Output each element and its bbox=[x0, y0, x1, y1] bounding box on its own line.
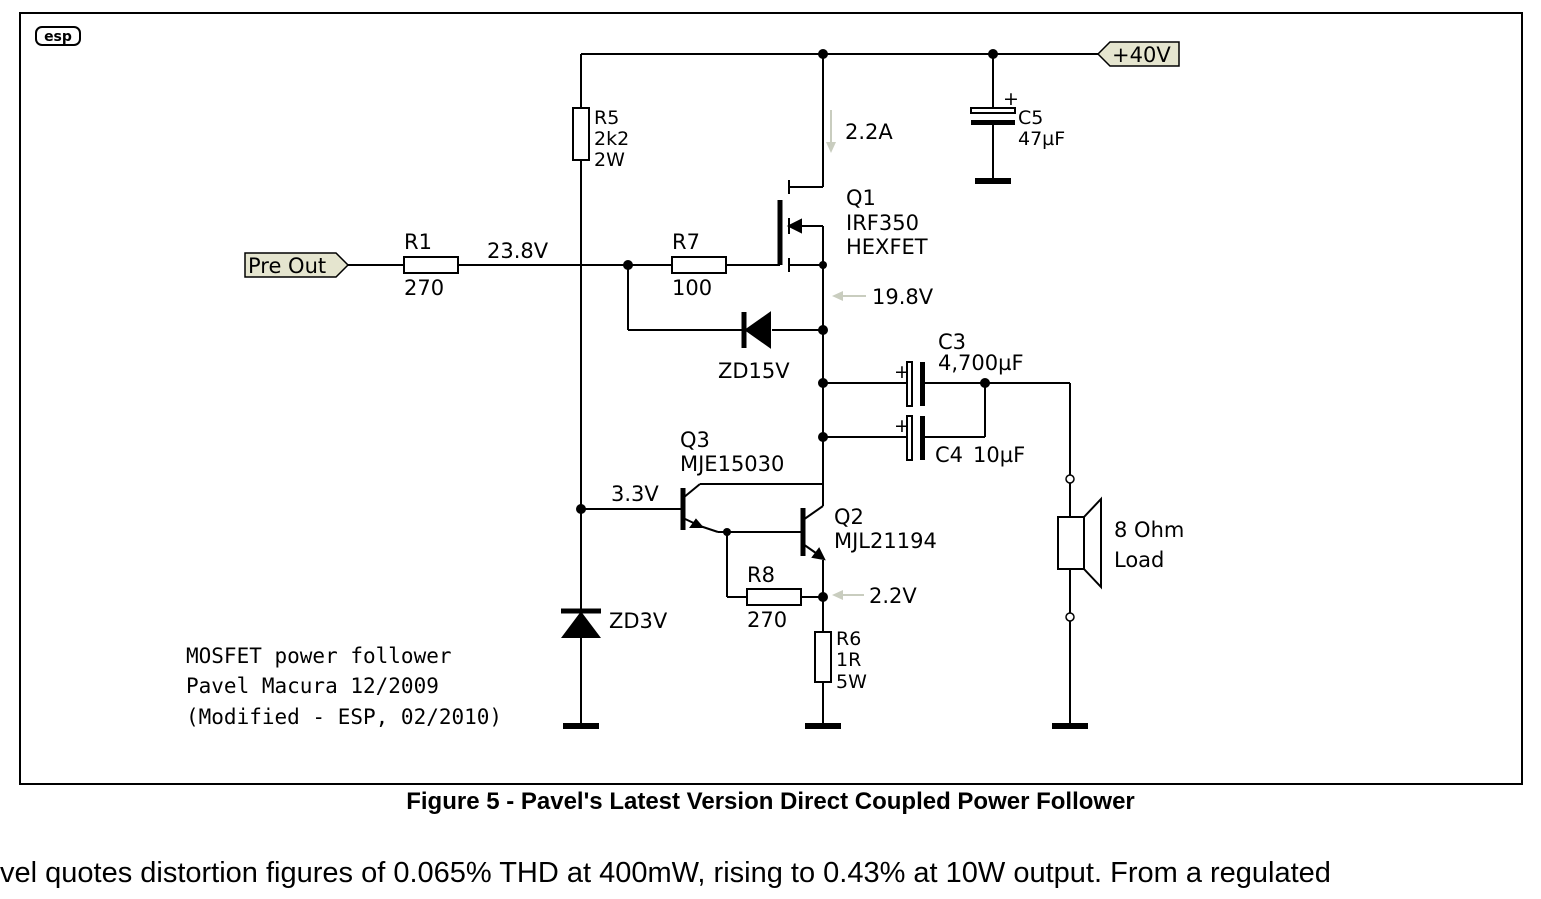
figure-caption: Figure 5 - Pavel's Latest Version Direct… bbox=[406, 788, 1135, 815]
svg-text:C3: C3 bbox=[938, 330, 966, 354]
svg-text:MJE15030: MJE15030 bbox=[680, 452, 784, 476]
svg-text:R7: R7 bbox=[672, 230, 700, 254]
svg-text:+40V: +40V bbox=[1112, 43, 1171, 67]
svg-text:C5: C5 bbox=[1018, 107, 1043, 129]
svg-text:2.2A: 2.2A bbox=[845, 120, 893, 144]
resistor-r6: R6 1R 5W bbox=[814, 628, 867, 693]
svg-text:IRF350: IRF350 bbox=[846, 211, 919, 235]
measurement-gate-voltage: 23.8V bbox=[487, 239, 549, 263]
resistor-r7: R7 100 bbox=[671, 230, 727, 300]
svg-text:270: 270 bbox=[404, 276, 444, 300]
resistor-r1: R1 270 bbox=[403, 230, 459, 300]
svg-text:C4: C4 bbox=[935, 443, 963, 467]
svg-text:100: 100 bbox=[672, 276, 712, 300]
svg-text:1R: 1R bbox=[836, 649, 861, 671]
body-paragraph: vel quotes distortion figures of 0.065% … bbox=[0, 857, 1331, 889]
svg-text:2.2V: 2.2V bbox=[869, 584, 917, 608]
svg-text:R1: R1 bbox=[404, 230, 432, 254]
transistor-q2: Q2 MJL21194 bbox=[800, 484, 937, 561]
svg-text:Pavel Macura 12/2009: Pavel Macura 12/2009 bbox=[186, 674, 439, 698]
svg-text:47µF: 47µF bbox=[1018, 128, 1065, 150]
svg-text:3.3V: 3.3V bbox=[611, 482, 659, 506]
measurement-current: 2.2A bbox=[826, 110, 893, 153]
svg-text:Q3: Q3 bbox=[680, 428, 710, 452]
svg-text:+: + bbox=[1003, 88, 1019, 110]
svg-text:R6: R6 bbox=[836, 628, 861, 650]
wires bbox=[348, 53, 1098, 725]
svg-text:+: + bbox=[894, 361, 910, 383]
zener-zd15v: ZD15V bbox=[718, 311, 790, 383]
esp-logo: esp bbox=[35, 26, 81, 46]
svg-text:Q1: Q1 bbox=[846, 186, 876, 210]
svg-text:esp: esp bbox=[44, 29, 72, 45]
svg-text:19.8V: 19.8V bbox=[872, 285, 934, 309]
junction-dots bbox=[576, 49, 998, 602]
svg-text:(Modified - ESP, 02/2010): (Modified - ESP, 02/2010) bbox=[186, 705, 502, 729]
svg-text:2k2: 2k2 bbox=[594, 128, 629, 150]
svg-text:8 Ohm: 8 Ohm bbox=[1114, 518, 1184, 542]
svg-text:ZD3V: ZD3V bbox=[609, 609, 668, 633]
mosfet-q1: Q1 IRF350 HEXFET bbox=[777, 180, 928, 272]
schematic-notes: MOSFET power follower Pavel Macura 12/20… bbox=[186, 644, 502, 729]
schematic-frame bbox=[19, 12, 1523, 785]
svg-text:5W: 5W bbox=[836, 671, 867, 693]
measurement-bias-voltage: 3.3V bbox=[611, 482, 659, 506]
capacitor-c4: + C4 10µF bbox=[894, 415, 1025, 467]
svg-text:MJL21194: MJL21194 bbox=[834, 529, 937, 553]
svg-text:R8: R8 bbox=[747, 563, 775, 587]
svg-text:Load: Load bbox=[1114, 548, 1164, 572]
svg-text:2W: 2W bbox=[594, 149, 625, 171]
svg-text:Q2: Q2 bbox=[834, 505, 864, 529]
resistor-r8: R8 270 bbox=[746, 563, 802, 632]
svg-text:MOSFET power follower: MOSFET power follower bbox=[186, 644, 452, 668]
svg-text:23.8V: 23.8V bbox=[487, 239, 549, 263]
svg-text:10µF: 10µF bbox=[973, 443, 1025, 467]
circuit-schematic: esp bbox=[19, 12, 1523, 785]
input-port: Pre Out bbox=[244, 252, 350, 278]
svg-text:4,700µF: 4,700µF bbox=[938, 351, 1024, 375]
svg-text:270: 270 bbox=[747, 608, 787, 632]
zener-zd3v: ZD3V bbox=[561, 608, 668, 638]
capacitor-c3: + C3 4,700µF bbox=[894, 330, 1024, 407]
ground-symbols bbox=[563, 178, 1088, 729]
svg-text:ZD15V: ZD15V bbox=[718, 359, 790, 383]
capacitor-c5: + C5 47µF bbox=[970, 88, 1065, 150]
svg-text:HEXFET: HEXFET bbox=[846, 235, 928, 259]
measurement-source-voltage: 19.8V bbox=[832, 285, 934, 309]
measurement-emitter-voltage: 2.2V bbox=[832, 584, 917, 608]
transistor-q3: Q3 MJE15030 bbox=[680, 428, 784, 530]
speaker-load: 8 Ohm Load bbox=[1057, 474, 1184, 622]
supply-port: +40V bbox=[1096, 41, 1180, 67]
svg-text:+: + bbox=[894, 415, 910, 437]
svg-text:Pre Out: Pre Out bbox=[248, 254, 326, 278]
svg-text:R5: R5 bbox=[594, 107, 619, 129]
resistor-r5: R5 2k2 2W bbox=[572, 107, 629, 171]
